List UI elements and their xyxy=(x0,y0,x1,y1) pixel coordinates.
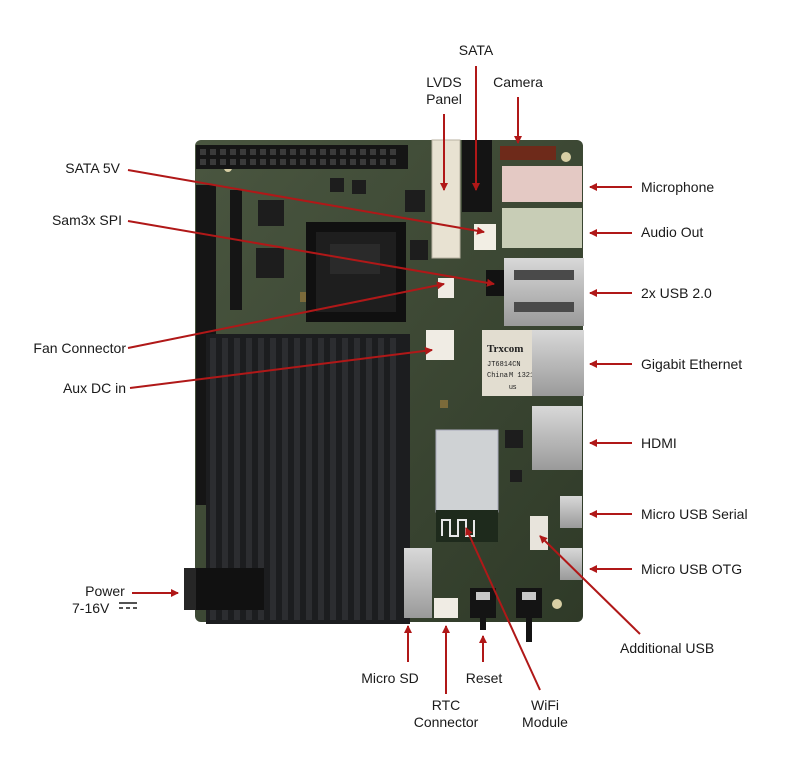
rtc-connector xyxy=(434,598,458,618)
mounting-hole xyxy=(561,152,571,162)
label-microphone: Microphone xyxy=(641,179,714,196)
label-camera: Camera xyxy=(486,74,550,91)
label-rtc-line1: RTC xyxy=(406,697,486,714)
label-reset: Reset xyxy=(456,670,512,687)
label-rtc-line2: Connector xyxy=(406,714,486,731)
micro-usb-serial-port xyxy=(560,496,582,528)
chip-origin: China xyxy=(487,372,508,380)
chip-mark: M 1321 xyxy=(509,372,534,380)
label-hdmi: HDMI xyxy=(641,435,677,452)
label-sata: SATA xyxy=(454,42,498,59)
label-additional-usb: Additional USB xyxy=(620,640,714,657)
reset-button xyxy=(470,588,496,630)
aux-dc-connector xyxy=(426,330,454,360)
label-sam3x-spi: Sam3x SPI xyxy=(20,212,122,229)
label-aux-dc-in: Aux DC in xyxy=(20,380,126,397)
fan-connector xyxy=(438,278,454,298)
label-wifi-line1: WiFi xyxy=(510,697,580,714)
power-jack xyxy=(184,568,264,610)
label-micro-sd: Micro SD xyxy=(352,670,428,687)
chip-cert: us xyxy=(509,384,517,391)
usb20-ports xyxy=(504,258,584,326)
label-micro-usb-serial: Micro USB Serial xyxy=(641,506,748,523)
audio-out-jack xyxy=(502,208,582,248)
ethernet-transformer: Trxcom JT6814CN China M 1321 us xyxy=(482,330,534,396)
label-audio-out: Audio Out xyxy=(641,224,703,241)
label-micro-usb-otg: Micro USB OTG xyxy=(641,561,742,578)
dc-power-symbol xyxy=(118,600,138,610)
boot-button xyxy=(516,588,542,642)
label-power-line1: Power xyxy=(80,583,130,600)
label-gigabit-ethernet: Gigabit Ethernet xyxy=(641,356,742,373)
label-fan-connector: Fan Connector xyxy=(4,340,126,357)
wifi-module xyxy=(436,430,498,542)
gpio-header-top xyxy=(196,145,408,169)
camera-connector xyxy=(500,146,556,160)
main-soc-chip xyxy=(306,222,406,322)
hdmi-port xyxy=(532,406,582,470)
ethernet-port xyxy=(532,330,584,396)
label-power-line2: 7-16V xyxy=(72,600,122,617)
sata5v-connector xyxy=(474,224,496,250)
mounting-hole xyxy=(552,599,562,609)
label-lvds-line2: Panel xyxy=(418,91,470,108)
lvds-connector xyxy=(432,140,460,258)
chip-code: JT6814CN xyxy=(487,361,521,369)
microphone-jack xyxy=(502,166,582,202)
chip-brand: Trxcom xyxy=(487,343,523,355)
label-wifi-line2: Module xyxy=(510,714,580,731)
additional-usb-header xyxy=(530,516,548,550)
micro-sd-slot xyxy=(404,548,432,618)
label-sata5v: SATA 5V xyxy=(20,160,120,177)
label-usb20: 2x USB 2.0 xyxy=(641,285,712,302)
label-lvds-line1: LVDS xyxy=(418,74,470,91)
